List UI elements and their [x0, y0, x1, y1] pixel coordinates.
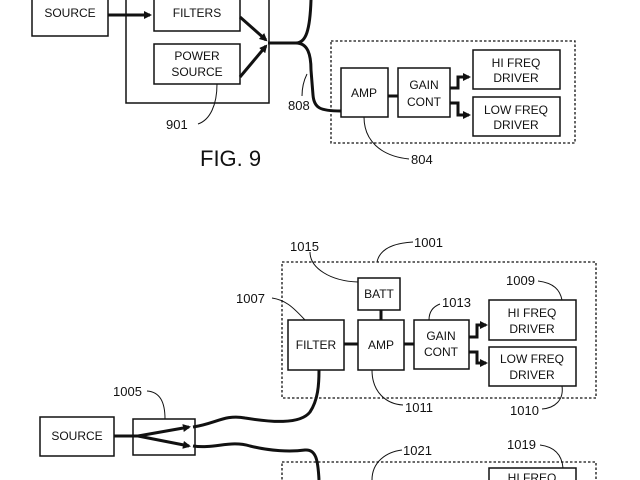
- filters-arrow: [239, 15, 268, 42]
- gain-cont-block: [397, 67, 451, 118]
- filters-block: [153, 0, 241, 32]
- amp-block: [340, 67, 389, 118]
- fig-9: SOURCE FILTERS POWER SOURCE AMP GAIN CON…: [31, 0, 576, 171]
- low-freq-driver-block: [472, 96, 561, 137]
- cont-label: CONT: [424, 345, 459, 359]
- leader-1021: [371, 449, 403, 480]
- filters-label: FILTERS: [173, 6, 221, 20]
- ref-1010: 1010: [510, 403, 539, 418]
- cable-to-filter: [192, 369, 321, 429]
- power-source-block: [153, 43, 241, 85]
- filter-label: FILTER: [296, 338, 337, 352]
- cable-808: [295, 41, 342, 113]
- split-arrow-upper: [137, 424, 191, 438]
- fig-10: BATT FILTER AMP GAIN CONT HI FREQ DRIVER…: [39, 235, 597, 480]
- leader-1010: [541, 385, 563, 410]
- leader-1001: [376, 241, 414, 263]
- ref-1009: 1009: [506, 273, 535, 288]
- low-arrow: [469, 350, 488, 367]
- leader-901: [197, 83, 218, 125]
- driver-label: DRIVER: [493, 71, 539, 85]
- source-block: [31, 0, 109, 37]
- amp-block: [357, 319, 405, 371]
- batt-label: BATT: [364, 287, 394, 301]
- ref-901: 901: [166, 117, 188, 132]
- speaker-unit-804-box: [330, 40, 576, 144]
- leader-1013: [428, 303, 441, 321]
- hi-arrow: [469, 321, 488, 339]
- ref-804: 804: [411, 152, 433, 167]
- gain-cont-block: [413, 319, 470, 370]
- amp-label: AMP: [351, 86, 377, 100]
- leader-1009: [537, 280, 563, 301]
- power-source-label-2: SOURCE: [171, 65, 222, 79]
- source-label: SOURCE: [44, 6, 95, 20]
- driver-label: DRIVER: [509, 322, 555, 336]
- gain-label: GAIN: [409, 78, 438, 92]
- ref-1015: 1015: [290, 239, 319, 254]
- hi-freq-label: HI FREQ: [508, 306, 557, 320]
- leader-1019: [539, 444, 564, 469]
- batt-block: [357, 277, 401, 311]
- ref-1021: 1021: [403, 443, 432, 458]
- cont-label: CONT: [407, 95, 442, 109]
- low-freq-label: LOW FREQ: [484, 103, 548, 117]
- power-source-label-1: POWER: [174, 49, 220, 63]
- low-freq-label: LOW FREQ: [500, 352, 564, 366]
- source-block: [39, 416, 115, 457]
- leader-804: [363, 116, 410, 160]
- split-arrow-lower: [137, 434, 191, 449]
- ref-1007: 1007: [236, 291, 265, 306]
- leader-1005: [146, 390, 166, 420]
- leader-1007: [271, 297, 306, 321]
- hi-freq-driver-block: [472, 49, 561, 90]
- power-arrow: [238, 44, 268, 78]
- leader-1011: [371, 369, 404, 406]
- ref-808: 808: [288, 98, 310, 113]
- hi-freq-label: HI FREQ: [492, 56, 541, 70]
- ref-1019: 1019: [507, 437, 536, 452]
- ref-1011: 1011: [405, 400, 433, 415]
- filter-block: [287, 319, 345, 371]
- leader-1015: [309, 251, 359, 283]
- unit-1021-box: [281, 461, 597, 480]
- low-freq-driver-block: [488, 346, 577, 387]
- gain-label: GAIN: [426, 329, 455, 343]
- driver-label: DRIVER: [509, 368, 555, 382]
- hi-freq-2-label: HI FREQ: [508, 471, 557, 480]
- ref-1005: 1005: [113, 384, 142, 399]
- hi-freq-driver-2-block: [488, 467, 577, 480]
- source-label: SOURCE: [51, 429, 102, 443]
- amp-label: AMP: [368, 338, 394, 352]
- hi-freq-driver-block: [488, 299, 577, 341]
- driver-label: DRIVER: [493, 118, 539, 132]
- cable-up: [268, 0, 313, 45]
- leader-808: [301, 73, 308, 97]
- ref-1001: 1001: [414, 235, 443, 250]
- cable-to-unit-2: [192, 442, 321, 480]
- hi-arrow: [450, 73, 471, 90]
- fig-9-caption: FIG. 9: [200, 146, 261, 171]
- low-arrow: [450, 101, 471, 119]
- ref-1013: 1013: [442, 295, 471, 310]
